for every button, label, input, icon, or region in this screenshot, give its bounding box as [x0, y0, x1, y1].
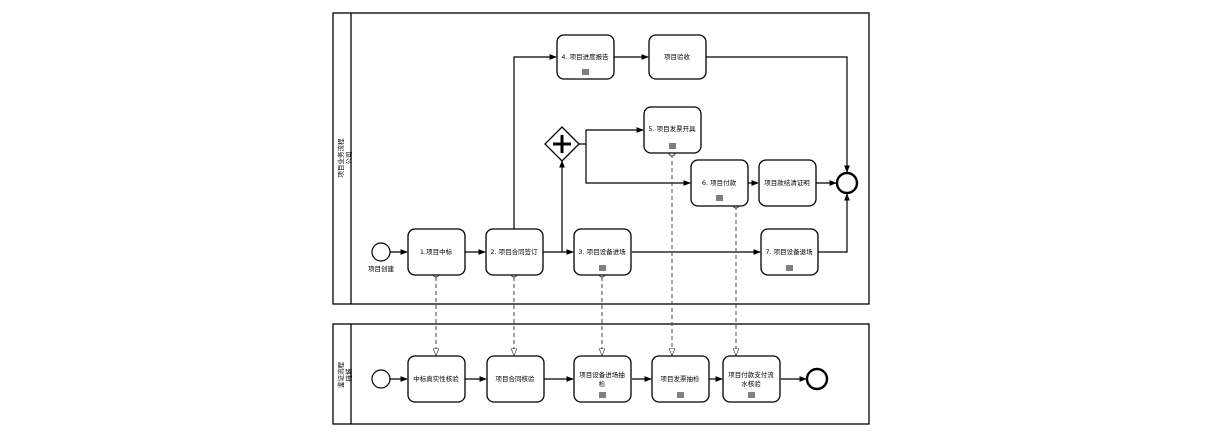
task-project-acceptance[interactable]: 项目验收 [648, 34, 707, 80]
task-label: 项目款结清证明 [764, 178, 810, 187]
start-event-top: 项目创建 [368, 242, 395, 273]
flow-t2-to-t4 [513, 54, 557, 229]
task-label: 1.项目中标 [420, 247, 453, 256]
task-label: 项目合同核验 [496, 374, 536, 383]
task-label-line-2: 检 [599, 379, 606, 388]
pool-bottom-name: 鉴证流程 [336, 362, 345, 389]
task-label-line-1: 项目付款支付流 [728, 370, 774, 379]
flow-gateway-to-t5 [579, 127, 644, 145]
task-contract-verification[interactable]: 项目合同核验 [486, 355, 545, 403]
task-label: 3. 项目设备进场 [578, 247, 626, 256]
task-equipment-entry-inspection[interactable]: 项目设备进场抽 检 [573, 355, 632, 403]
task-label: 5. 项目发票开具 [648, 124, 696, 133]
sequence-flows-top [390, 54, 850, 255]
task-label: 7. 项目设备退场 [765, 247, 813, 256]
task-payment-flow-verification[interactable]: 项目付款支付流 水核验 [722, 355, 781, 403]
multi-instance-marker-icon [669, 143, 676, 149]
multi-instance-marker-icon [748, 392, 755, 398]
multi-instance-marker-icon [582, 69, 589, 75]
task-label: 4. 项目进度报告 [561, 52, 609, 61]
task-label-line-1: 项目设备进场抽 [579, 370, 625, 379]
task-2-contract-signing[interactable]: 2. 项目合同签订 [485, 228, 544, 276]
task-label-line-2: 水核验 [741, 379, 761, 388]
task-4-progress-report[interactable]: 4. 项目进度报告 [556, 34, 615, 80]
task-payment-clearance-certificate[interactable]: 项目款结清证明 [758, 159, 817, 207]
flow-gateway-to-t6 [585, 144, 691, 186]
task-bid-authenticity-verification[interactable]: 中标真实性核验 [407, 355, 466, 403]
task-label: 2. 项目合同签订 [490, 247, 538, 256]
task-6-payment[interactable]: 6. 项目付款 [690, 159, 749, 207]
parallel-gateway [544, 126, 580, 162]
pool-top-lane: 公司 [345, 152, 353, 165]
task-label: 中标真实性核验 [413, 374, 459, 383]
pool-bottom-lane: 链城 [344, 368, 353, 382]
flow-t7-to-end [818, 193, 850, 253]
flow-t4b-to-end [706, 56, 850, 173]
pool-top-name: 项目业务流程 [336, 138, 345, 178]
plus-icon [553, 135, 571, 153]
end-event-top [835, 171, 859, 195]
end-event-bottom [805, 367, 829, 391]
task-3-equipment-entry[interactable]: 3. 项目设备进场 [573, 228, 632, 276]
task-label: 6. 项目付款 [702, 178, 737, 187]
task-label: 项目发票抽检 [661, 374, 701, 383]
start-event-top-label: 项目创建 [368, 264, 395, 273]
multi-instance-marker-icon [599, 392, 606, 398]
multi-instance-marker-icon [599, 265, 606, 271]
multi-instance-marker-icon [716, 195, 723, 201]
start-event-bottom [371, 369, 391, 389]
task-invoice-inspection[interactable]: 项目发票抽检 [651, 355, 710, 403]
task-7-equipment-exit[interactable]: 7. 项目设备退场 [760, 228, 819, 276]
task-label: 项目验收 [664, 52, 691, 61]
multi-instance-marker-icon [677, 392, 684, 398]
message-flows [436, 154, 736, 355]
task-5-invoice-issuing[interactable]: 5. 项目发票开具 [643, 106, 702, 154]
multi-instance-marker-icon [786, 265, 793, 271]
task-1-bid-won[interactable]: 1.项目中标 [407, 228, 466, 276]
